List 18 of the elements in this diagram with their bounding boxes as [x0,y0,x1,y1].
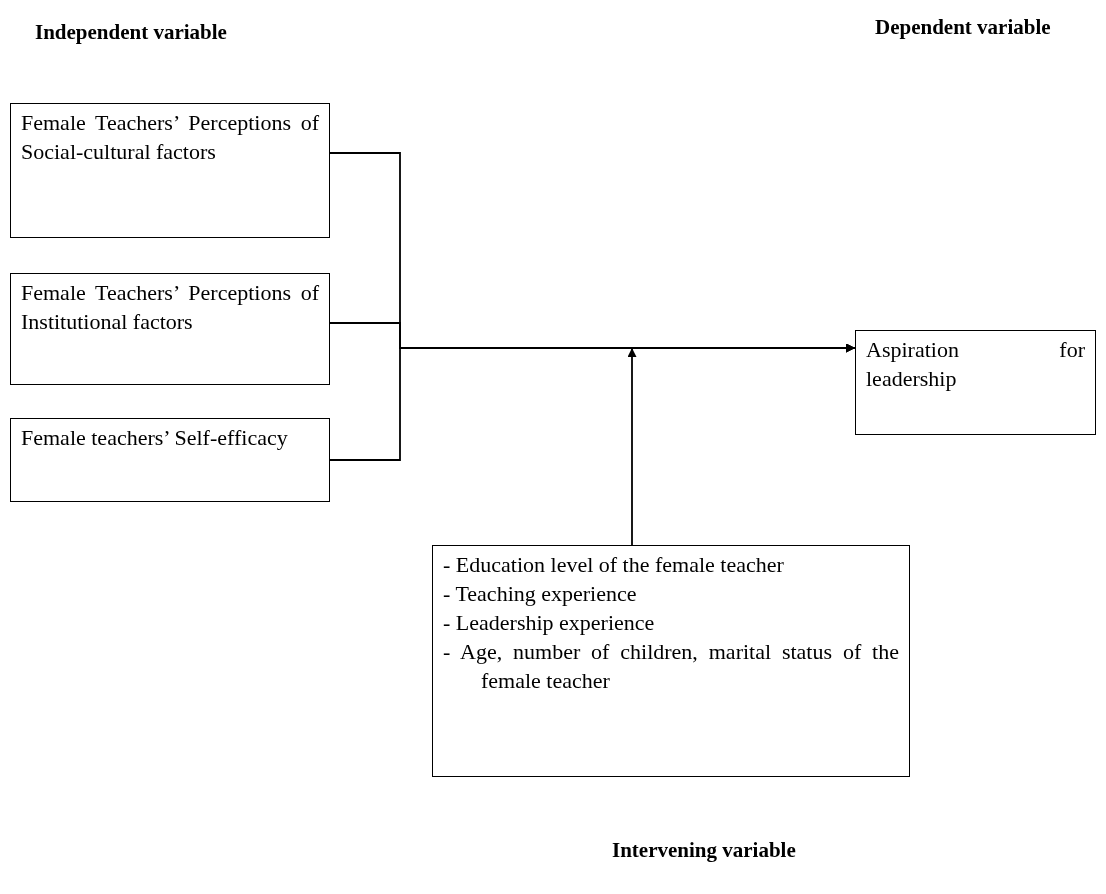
variable-box [10,273,330,385]
column-heading: Independent variable [35,20,227,45]
arrow [627,347,637,546]
variable-box [855,330,1096,435]
list-item: - Teaching experience [443,580,638,608]
box-text: Female Teachers’ Perceptions of Institutional factors [21,279,319,336]
variable-box [10,103,330,238]
list-item: - Leadership experience [443,609,656,637]
list-item: - Education level of the female teacher [443,551,785,579]
column-heading: Dependent variable [875,15,1051,40]
variable-box [10,418,330,502]
arrow [329,343,856,461]
list-item: - Age, number of children, marital status of the female teacher [443,638,899,695]
variable-box [432,545,910,777]
box-text: Aspiration for leadership [866,336,1085,393]
box-text: Female teachers’ Self-efficacy [21,424,289,452]
box-text: Female Teachers’ Perceptions of Social-cultural factors [21,109,319,166]
column-heading: Intervening variable [612,838,796,863]
